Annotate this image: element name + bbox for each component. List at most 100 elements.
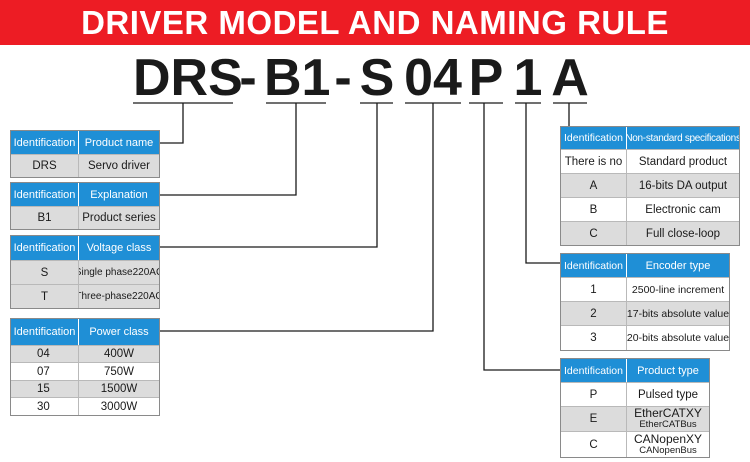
table-encoder-type: Identification Encoder type 1 2500-line …: [560, 253, 730, 351]
row-value: 3000W: [100, 400, 138, 413]
value-line-1: CANopenXY: [633, 432, 703, 446]
row-id: B1: [11, 207, 79, 229]
table-header: Identification Voltage class: [11, 236, 159, 260]
table-row: B1 Product series: [11, 206, 159, 229]
row-id: 15: [11, 381, 79, 397]
table-product-name: Identification Product name DRS Servo dr…: [10, 130, 160, 178]
value-line-2: CANopenBus: [639, 444, 697, 456]
row-id: E: [561, 407, 627, 431]
table-voltage-class: Identification Voltage class S Single ph…: [10, 235, 160, 309]
table-row: C CANopenXY CANopenBus: [561, 431, 709, 457]
row-value: 17-bits absolute value: [627, 307, 729, 320]
code-drs: DRS: [133, 49, 243, 107]
row-value: 400W: [103, 348, 135, 360]
table-non-standard-specifications: Identification Non-standard specificatio…: [560, 126, 740, 246]
row-value: Pulsed type: [637, 388, 699, 401]
row-value: Single phase220AC: [79, 267, 159, 278]
row-value: Electronic cam: [645, 203, 721, 216]
header-identification: Identification: [11, 236, 79, 260]
header-identification: Identification: [561, 254, 627, 277]
header-product-type: Product type: [637, 364, 699, 377]
row-value: 750W: [103, 365, 135, 378]
code-s: S: [359, 49, 395, 107]
header-identification: Identification: [11, 319, 79, 345]
code-dash-2: -: [334, 49, 352, 107]
value-line-2: EtherCATBus: [639, 419, 697, 430]
leader-1: [525, 103, 560, 264]
header-power-class: Power class: [89, 326, 149, 338]
leader-s: [160, 103, 378, 248]
header-identification: Identification: [561, 127, 627, 149]
row-id: There is no: [561, 150, 627, 173]
code-p: P: [468, 49, 504, 107]
row-id: B: [561, 198, 627, 221]
row-value: 2500-line increment: [631, 283, 725, 296]
table-row: B Electronic cam: [561, 197, 739, 221]
table-row: 15 1500W: [11, 380, 159, 397]
header-identification: Identification: [11, 183, 79, 206]
row-id: DRS: [11, 155, 79, 177]
table-row: 30 3000W: [11, 397, 159, 415]
row-value: Three-phase220AC: [79, 291, 159, 302]
table-header: Identification Power class: [11, 319, 159, 345]
header-non-standard-specifications: Non-standard specifications: [627, 132, 739, 144]
header-identification: Identification: [561, 359, 627, 382]
table-header: Identification Product name: [11, 131, 159, 154]
table-row: E EtherCATXY EtherCATBus: [561, 406, 709, 431]
row-value: EtherCATXY EtherCATBus: [627, 407, 709, 431]
leader-p: [483, 103, 560, 371]
row-id: 07: [11, 363, 79, 380]
row-value: 1500W: [100, 383, 138, 395]
row-id: 3: [561, 326, 627, 350]
table-row: A 16-bits DA output: [561, 173, 739, 197]
row-id: T: [11, 285, 79, 308]
row-value: Full close-loop: [645, 227, 721, 240]
table-row: C Full close-loop: [561, 221, 739, 245]
row-value: Servo driver: [88, 160, 150, 172]
row-id: A: [561, 174, 627, 197]
row-id: 04: [11, 346, 79, 362]
code-a: A: [551, 49, 589, 107]
row-id: 2: [561, 302, 627, 325]
table-row: P Pulsed type: [561, 382, 709, 406]
value-line-1: EtherCATXY: [634, 407, 702, 420]
header-identification: Identification: [11, 131, 79, 154]
row-value: 16-bits DA output: [638, 179, 728, 192]
row-value: Product series: [82, 212, 156, 224]
table-explanation: Identification Explanation B1 Product se…: [10, 182, 160, 230]
code-1: 1: [513, 49, 543, 107]
table-row: S Single phase220AC: [11, 260, 159, 284]
table-product-type: Identification Product type P Pulsed typ…: [560, 358, 710, 458]
table-row: 1 2500-line increment: [561, 277, 729, 301]
row-value: CANopenXY CANopenBus: [627, 432, 709, 457]
table-row: 3 20-bits absolute value: [561, 325, 729, 350]
header-product-name: Product name: [84, 136, 154, 149]
row-id: S: [11, 261, 79, 284]
table-header: Identification Product type: [561, 359, 709, 382]
leader-04: [160, 103, 434, 332]
table-power-class: Identification Power class 04 400W 07 75…: [10, 318, 160, 416]
table-row: 2 17-bits absolute value: [561, 301, 729, 325]
code-04: 04: [404, 49, 462, 107]
row-id: 30: [11, 398, 79, 415]
table-row: There is no Standard product: [561, 149, 739, 173]
leader-b1: [160, 103, 297, 196]
table-row: 04 400W: [11, 345, 159, 362]
row-id: 1: [561, 278, 627, 301]
header-encoder-type: Encoder type: [645, 259, 711, 272]
title-banner: DRIVER MODEL AND NAMING RULE: [0, 0, 750, 45]
code-b1: B1: [264, 49, 331, 107]
leader-drs: [160, 103, 184, 144]
table-header: Identification Non-standard specificatio…: [561, 127, 739, 149]
row-id: C: [561, 222, 627, 245]
code-dash-1: -: [239, 49, 257, 107]
header-voltage-class: Voltage class: [86, 242, 152, 254]
header-explanation: Explanation: [90, 188, 148, 201]
row-value: Standard product: [638, 155, 728, 168]
table-row: DRS Servo driver: [11, 154, 159, 177]
row-id: C: [561, 432, 627, 457]
row-id: P: [561, 383, 627, 406]
table-row: 07 750W: [11, 362, 159, 380]
row-value: 20-bits absolute value: [627, 332, 729, 344]
